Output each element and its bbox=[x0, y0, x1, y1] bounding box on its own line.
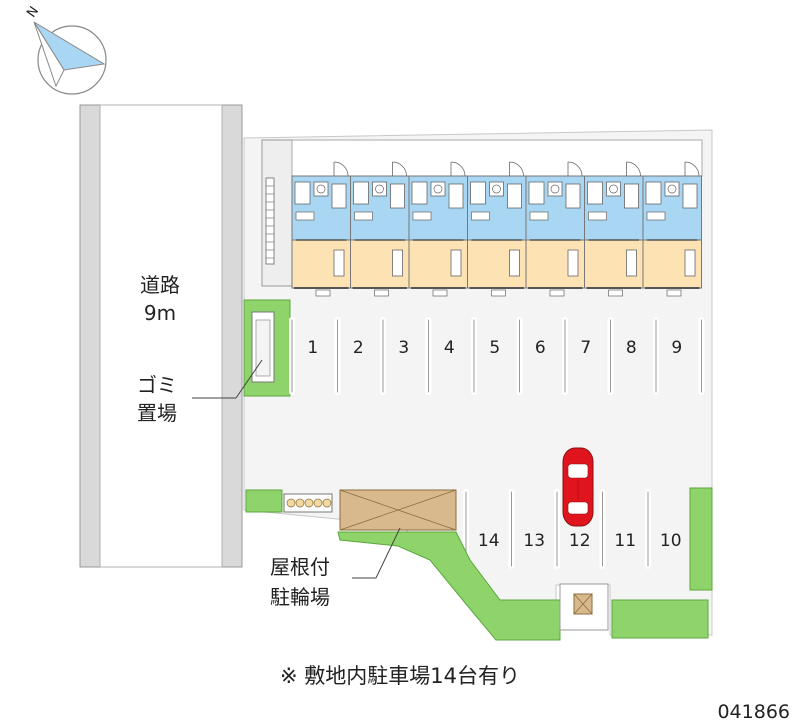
parking-note: ※ 敷地内駐車場14台有り bbox=[280, 664, 520, 688]
north-label: N bbox=[24, 4, 42, 21]
compass-icon: N bbox=[24, 4, 107, 95]
green-belt bbox=[337, 531, 561, 641]
entrance-gate bbox=[559, 583, 609, 631]
parking-stall-number: 12 bbox=[569, 531, 591, 551]
parking-stall-number: 4 bbox=[444, 338, 455, 358]
garbage-label-2: 置場 bbox=[137, 401, 177, 425]
parking-stall-number: 7 bbox=[580, 338, 591, 358]
bicycle-label: 屋根付 bbox=[270, 555, 330, 579]
apartment-unit bbox=[525, 161, 585, 297]
garbage-label: ゴミ bbox=[137, 373, 177, 397]
parking-stall-number: 8 bbox=[626, 338, 637, 358]
parking-stall-number: 2 bbox=[353, 338, 364, 358]
apartment-unit bbox=[408, 161, 468, 297]
road-width-label: 9m bbox=[144, 301, 176, 325]
apartment-unit bbox=[642, 161, 702, 297]
property-code: 041866 bbox=[717, 701, 790, 723]
apartment-unit bbox=[467, 161, 527, 297]
parking-stall-number: 3 bbox=[398, 338, 409, 358]
car-icon bbox=[562, 447, 594, 527]
parking-stall-number: 11 bbox=[614, 531, 636, 551]
garbage-area bbox=[243, 299, 291, 397]
apartment-unit bbox=[291, 161, 351, 297]
green-belt-right bbox=[611, 599, 709, 639]
green-right-edge bbox=[689, 487, 713, 591]
parking-stall-number: 6 bbox=[535, 338, 546, 358]
parking-stall-number: 10 bbox=[660, 531, 682, 551]
apartment-unit bbox=[584, 161, 644, 297]
parking-stall-number: 5 bbox=[489, 338, 500, 358]
green-strip bbox=[245, 489, 283, 513]
apartment-building bbox=[261, 139, 703, 297]
bicycle-shelter bbox=[283, 489, 457, 531]
bicycle-label-2: 駐輪場 bbox=[270, 585, 330, 609]
parking-stall-number: 13 bbox=[523, 531, 545, 551]
parking-stall-number: 9 bbox=[671, 338, 682, 358]
apartment-unit bbox=[350, 161, 410, 297]
parking-stall-number: 14 bbox=[478, 531, 500, 551]
parking-stall-number: 1 bbox=[307, 338, 318, 358]
road-label: 道路 bbox=[140, 273, 180, 297]
